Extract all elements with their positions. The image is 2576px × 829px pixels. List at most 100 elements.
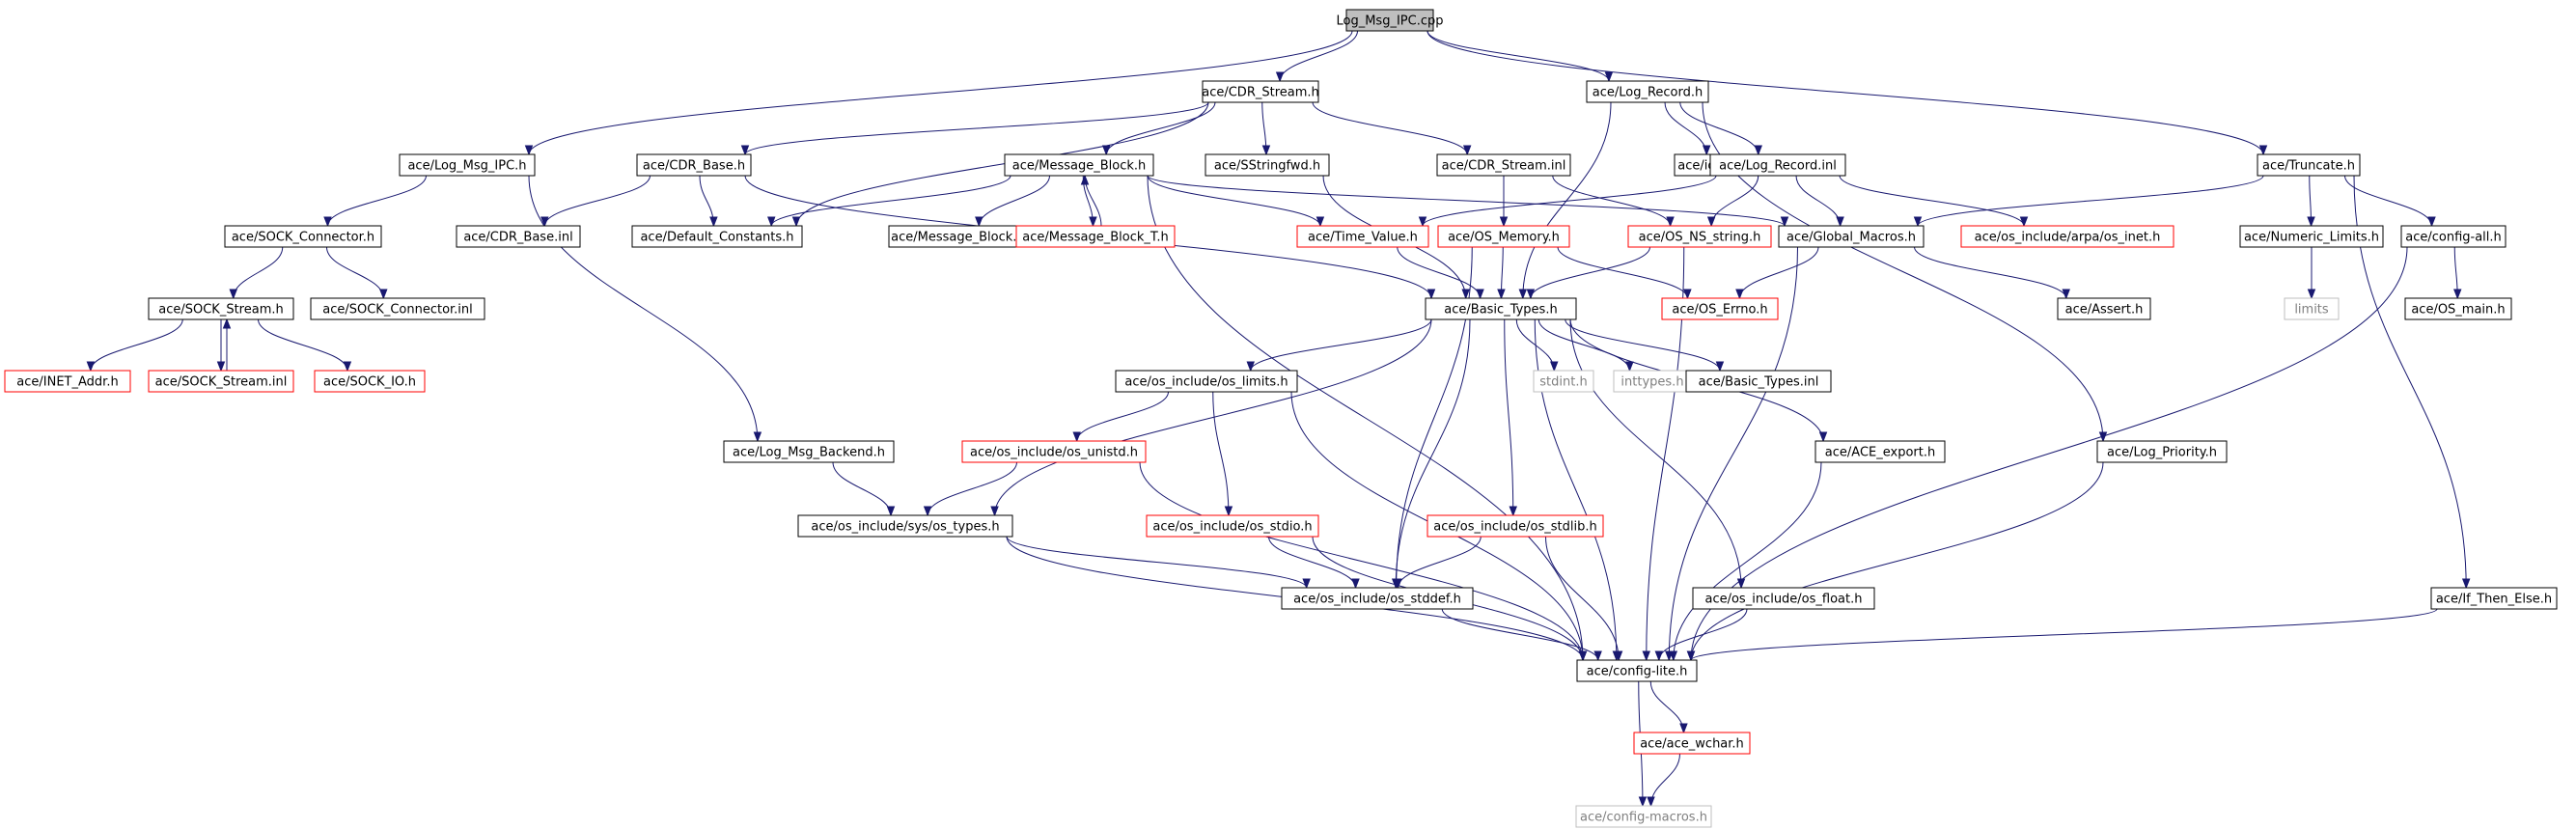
file-node[interactable]: ace/config-all.h [2400,225,2507,248]
edge-line [258,318,348,372]
file-node[interactable]: ace/os_include/os_stdio.h [1146,514,1319,538]
edge-line [1422,175,1717,227]
file-node[interactable]: ace/OS_Memory.h [1437,225,1570,248]
file-node[interactable]: ace/OS_main.h [2404,297,2512,320]
file-node[interactable]: ace/SOCK_Connector.h [224,225,382,248]
edge-line [1917,175,2264,227]
file-node[interactable]: ace/Default_Constants.h [631,225,803,248]
dependency-edge [1557,246,1692,300]
arrow-head-icon [1499,216,1509,228]
edge-line [1569,318,1742,589]
file-node[interactable]: ace/os_include/os_limits.h [1115,370,1298,393]
arrow-head-icon [1625,361,1634,373]
file-node[interactable]: ace/OS_NS_string.h [1627,225,1772,248]
arrow-head-icon [1351,578,1360,590]
edge-line [1279,30,1358,82]
file-node[interactable]: ace/CDR_Base.inl [456,225,581,248]
file-node-label: ace/Basic_Types.inl [1699,375,1819,390]
file-node[interactable]: ace/CDR_Base.h [636,153,752,177]
arrow-head-icon [2307,289,2316,300]
edge-line [326,246,384,299]
file-node-label: ace/os_include/os_limits.h [1124,375,1288,390]
file-node[interactable]: ace/os_include/sys/os_types.h [797,514,1013,538]
dependency-edge [1268,536,1360,590]
file-node[interactable]: ace/Log_Priority.h [2096,440,2228,463]
arrow-head-icon [975,216,983,228]
edge-line [1565,318,1721,372]
file-node[interactable]: ace/Truncate.h [2257,153,2361,177]
file-node[interactable]: ace/SOCK_Connector.inl [310,297,485,320]
arrow-head-icon [1836,216,1844,228]
file-node[interactable]: ace/Basic_Types.h [1425,297,1577,320]
edge-line [744,101,1209,155]
file-node[interactable]: ace/SOCK_Stream.h [148,297,294,320]
arrow-head-icon [540,216,549,228]
file-node[interactable]: ace/os_include/os_unistd.h [961,440,1147,463]
file-node[interactable]: ace/config-macros.h [1575,805,1712,828]
dependency-edge [1312,101,1472,156]
file-node[interactable]: ace/CDR_Stream.inl [1436,153,1571,177]
edge-line [1690,608,2438,661]
file-node-box [148,370,294,393]
file-node[interactable]: ace/os_include/os_stddef.h [1281,587,1474,610]
file-node[interactable]: ace/Time_Value.h [1296,225,1429,248]
file-node[interactable]: ace/Basic_Types.inl [1685,370,1832,393]
file-node[interactable]: ace/Numeric_Limits.h [2239,225,2384,248]
file-node[interactable]: ace/os_include/os_float.h [1692,587,1875,610]
arrow-head-icon [990,506,999,517]
file-node-label: ace/SOCK_Connector.h [232,231,374,245]
file-node[interactable]: stdint.h [1533,370,1594,393]
file-node-label: ace/If_Then_Else.h [2436,593,2552,607]
arrow-head-icon [1715,361,1725,373]
dependency-edge [1147,175,1789,228]
dependency-edge [767,175,1011,228]
file-node[interactable]: ace/Log_Msg_Backend.h [723,440,895,463]
edge-line [1658,608,1748,661]
edge-line [1426,30,1610,82]
file-node[interactable]: ace/SStringfwd.h [1205,153,1330,177]
file-node[interactable]: ace/ACE_export.h [1814,440,1946,463]
file-node-label: ace/os_include/arpa/os_inet.h [1975,231,2161,245]
file-node[interactable]: ace/ace_wchar.h [1633,732,1751,755]
edge-line [1312,101,1468,155]
file-node[interactable]: limits [2284,297,2340,320]
file-node-box [1586,80,1709,103]
file-node-box [723,440,895,463]
dependency-edge [1735,246,1819,300]
arrow-head-icon [791,216,801,228]
file-node[interactable]: ace/Log_Record.h [1586,80,1709,103]
file-node-label: ace/OS_Memory.h [1448,231,1560,245]
file-node-label: ace/OS_Errno.h [1672,303,1767,318]
file-node[interactable]: ace/SOCK_IO.h [314,370,426,393]
file-node[interactable]: ace/config-lite.h [1576,659,1698,682]
file-node[interactable]: ace/Message_Block_T.h [1015,225,1176,248]
arrow-head-icon [1818,431,1828,443]
file-node[interactable]: ace/OS_Errno.h [1661,297,1779,320]
file-node[interactable]: ace/os_include/os_stdlib.h [1426,514,1604,538]
file-node[interactable]: inttypes.h [1613,370,1692,393]
file-node[interactable]: ace/Assert.h [2057,297,2151,320]
file-node[interactable]: ace/CDR_Stream.h [1202,80,1319,103]
file-node[interactable]: Log_Msg_IPC.cpp [1337,9,1444,32]
arrow-head-icon [1418,216,1427,228]
file-node[interactable]: ace/Message_Block.h [1004,153,1154,177]
edge-line [1710,175,1759,227]
edge-line [1679,101,1759,155]
file-node[interactable]: ace/INET_Addr.h [4,370,131,393]
file-node[interactable]: ace/If_Then_Else.h [2430,587,2558,610]
edge-line [1690,461,2104,661]
arrow-head-icon [1316,216,1325,228]
arrow-head-icon [1669,650,1678,662]
file-node[interactable]: ace/Message_Block.inl [888,225,1035,248]
file-node[interactable]: ace/Log_Record.inl [1709,153,1846,177]
file-node[interactable]: ace/SOCK_Stream.inl [148,370,294,393]
dependency-edge [1006,536,1311,590]
file-node[interactable]: ace/Log_Msg_IPC.h [399,153,536,177]
file-node[interactable]: ace/os_include/arpa/os_inet.h [1960,225,2174,248]
file-node[interactable]: ace/Global_Macros.h [1778,225,1925,248]
file-node-label: ace/Log_Record.h [1593,86,1703,100]
file-node-box [1436,153,1571,177]
edge-line [1397,536,1482,589]
file-node-box [1685,370,1832,393]
